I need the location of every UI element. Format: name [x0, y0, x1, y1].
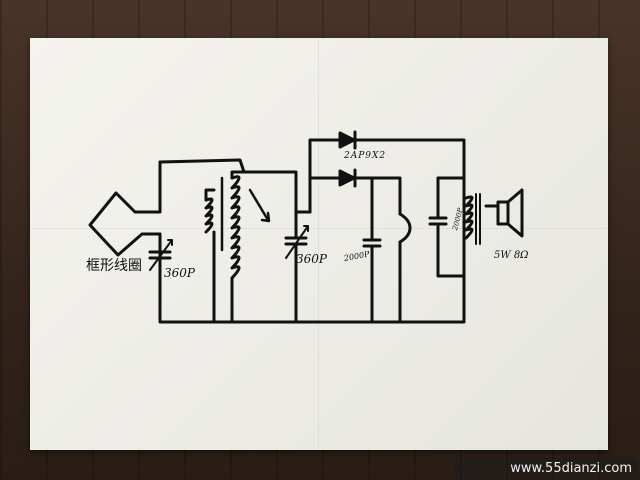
diode-icon [338, 168, 402, 216]
output-transformer-icon [428, 176, 500, 278]
detector-wire [308, 138, 342, 214]
earphone-jack-icon [398, 212, 412, 324]
paper-crease-horizontal [32, 228, 606, 229]
tuning-cap-2-label: 360P [296, 252, 327, 266]
speaker-label: 5W 8Ω [494, 250, 529, 261]
paper-crease-vertical [318, 40, 319, 448]
diode-icon [338, 130, 466, 302]
ground-bus [158, 298, 466, 324]
loop-antenna [88, 160, 162, 322]
diode-label: 2AP9X2 [344, 151, 387, 161]
tuning-cap-1-label: 360P [164, 266, 195, 280]
coil-tap-arrow [248, 188, 271, 223]
paper-sheet [30, 38, 608, 450]
variable-capacitor-icon [284, 210, 309, 324]
primary-coil-icon [204, 188, 216, 324]
antenna-label: 框形线圈 [86, 258, 142, 274]
watermark: www.55dianzi.com [454, 458, 638, 478]
variable-capacitor-icon [148, 232, 173, 322]
antenna-top-wire [158, 158, 246, 174]
filter-capacitor-icon [362, 176, 382, 324]
secondary-coil-icon [230, 170, 312, 324]
speaker-icon [496, 188, 524, 238]
